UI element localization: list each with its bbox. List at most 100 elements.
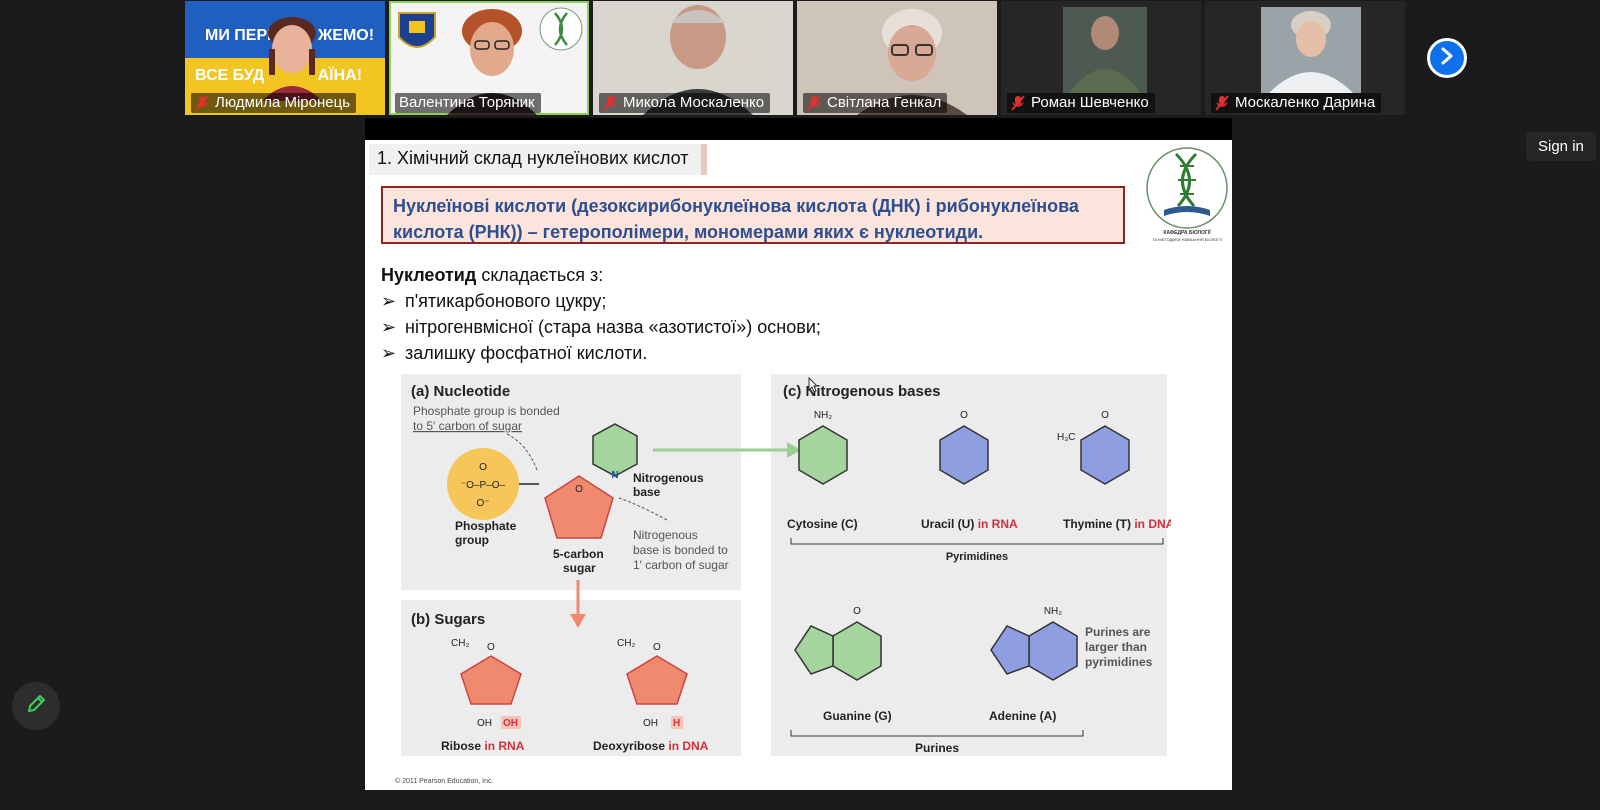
logo-caption: КАФЕДРА БІОЛОГІЇ [1163,229,1211,236]
definition-line-2: кислота (РНК)) – гетерополімери, мономер… [393,222,984,242]
participant-tile-3[interactable]: Микола Москаленко [593,1,793,115]
thymine-label: Thymine (T) [1063,517,1131,531]
participant-video-1 [262,17,322,101]
participant-name-3: Микола Москаленко [599,93,771,113]
svg-text:O: O [653,642,661,653]
banner-text-1: МИ ПЕРЕ ЖЕМО! [205,27,375,44]
uracil-label: Uracil (U) [921,517,974,531]
participant-video-6 [1261,7,1361,93]
ribose-label: Ribose [441,739,481,753]
thymine-ring [1080,425,1130,485]
chevron-right-icon [1439,47,1455,70]
svg-text:CH₂: CH₂ [617,638,635,649]
next-participants-button[interactable] [1427,38,1467,78]
phosphate-group-shape [447,448,519,520]
svg-text:O: O [487,642,495,653]
mouse-cursor-icon [808,377,818,393]
list-item: ➢залишку фосфатної кислоти. [381,340,821,366]
nucleotide-heading: Нуклеотид складається з: [381,265,604,285]
guanine-label: Guanine (G) [823,709,892,723]
copyright-text: © 2011 Pearson Education, Inc. [395,778,494,785]
arrow-down-icon [570,614,586,628]
uracil-rna-label: in RNA [978,517,1018,531]
participant-tile-1[interactable]: МИ ПЕРЕ ЖЕМО! ВСЕ БУД АЇНА! Людмила Міро… [185,1,385,115]
purines-label: Purines [915,741,959,755]
purine-note-3: pyrimidines [1085,655,1153,669]
definition-line-1: Нуклеїнові кислоти (дезоксирибонуклеїнов… [393,196,1079,216]
participant-tile-2[interactable]: Валентина Торяник [389,1,589,115]
arrow-bullet-icon: ➢ [381,291,397,311]
presentation-slide: 1. Хімічний склад нуклеїнових кислот КАФ… [365,140,1232,790]
ribose-ring [460,655,522,705]
university-emblem-icon [398,12,436,48]
arrow-bullet-icon: ➢ [381,317,397,337]
microphone-muted-icon [1011,94,1025,111]
svg-text:CH₂: CH₂ [451,638,469,649]
participant-name-2: Валентина Торяник [395,93,541,113]
microphone-muted-icon [603,94,617,111]
svg-text:O: O [575,484,583,495]
department-logo-icon [539,7,583,51]
svg-text:OH: OH [643,718,658,729]
list-item: ➢нітрогенвмісної (стара назва «азотистої… [381,314,821,340]
pencil-icon [25,693,47,720]
sign-in-button[interactable]: Sign in [1526,132,1596,161]
participant-video-5 [1063,7,1147,93]
base-note-1: Nitrogenous [633,528,698,542]
participant-name-5: Роман Шевченко [1007,93,1155,113]
slide-title: 1. Хімічний склад нуклеїнових кислот [369,144,707,175]
svg-text:O: O [479,462,487,473]
adenine-ring-5 [990,625,1030,675]
sugar-pentagon [544,475,614,539]
participant-tile-4[interactable]: Світлана Генкал [797,1,997,115]
nucleotide-figure: (a) Nucleotide Phosphate group is bonded… [401,374,1171,756]
sugar-label-2: sugar [563,561,596,575]
participant-tile-5[interactable]: Роман Шевченко [1001,1,1201,115]
base-label-2: base [633,485,661,499]
adenine-label: Adenine (A) [989,709,1056,723]
svg-text:⁻O–P–O–: ⁻O–P–O– [461,480,506,491]
panel-a-title: (a) Nucleotide [411,383,510,400]
svg-text:H₃C: H₃C [1057,432,1076,443]
cytosine-label: Cytosine (C) [787,517,858,531]
svg-text:Deoxyribose in DNA: Deoxyribose in DNA [593,739,709,753]
svg-text:OH: OH [477,718,492,729]
microphone-muted-icon [807,94,821,111]
svg-text:O⁻: O⁻ [476,498,489,509]
pyrimidines-label: Pyrimidines [946,551,1008,563]
purine-note-1: Purines are [1085,625,1151,639]
svg-text:O: O [1101,410,1109,421]
thymine-dna-label: in DNA [1134,517,1171,531]
phosphate-note-2: to 5′ carbon of sugar [413,419,522,433]
participant-tile-6[interactable]: Москаленко Дарина [1205,1,1405,115]
arrow-right-icon [787,442,801,458]
logo-caption-2: ТА МЕТОДИКИ НАВЧАННЯ БІОЛОГІЇ [1152,237,1222,242]
deoxyribose-label: Deoxyribose [593,739,665,753]
svg-text:NH₂: NH₂ [814,410,832,421]
phosphate-note-1: Phosphate group is bonded [413,404,560,418]
component-list: ➢п'ятикарбонового цукру; ➢нітрогенвмісно… [381,288,821,366]
svg-text:O: O [853,606,861,617]
base-hexagon [592,423,638,477]
svg-text:Uracil (U) in RNA: Uracil (U) in RNA [921,517,1018,531]
annotate-button[interactable] [12,682,60,730]
svg-text:H: H [673,718,680,729]
sugar-label-1: 5-carbon [553,547,604,561]
nucleotide-composition: Нуклеотид складається з: ➢п'ятикарбоново… [381,262,821,366]
svg-text:O: O [960,410,968,421]
cytosine-ring [798,425,848,485]
panel-c-title: (c) Nitrogenous bases [783,383,941,400]
panel-b-title: (b) Sugars [411,611,485,628]
svg-text:NH₂: NH₂ [1044,606,1062,617]
shared-screen: 1. Хімічний склад нуклеїнових кислот КАФ… [365,118,1232,790]
banner-text-2: ВСЕ БУД АЇНА! [195,67,363,84]
participant-name-1: Людмила Міронець [191,93,357,113]
svg-text:Thymine (T) in DNA: Thymine (T) in DNA [1063,517,1171,531]
svg-text:OH: OH [503,718,518,729]
definition-box: Нуклеїнові кислоти (дезоксирибонуклеїнов… [381,186,1125,244]
deoxyribose-dna-label: in DNA [668,739,708,753]
deoxyribose-ring [626,655,688,705]
uracil-ring [939,425,989,485]
svg-text:N: N [611,470,618,481]
participant-name-4: Світлана Генкал [803,93,948,113]
